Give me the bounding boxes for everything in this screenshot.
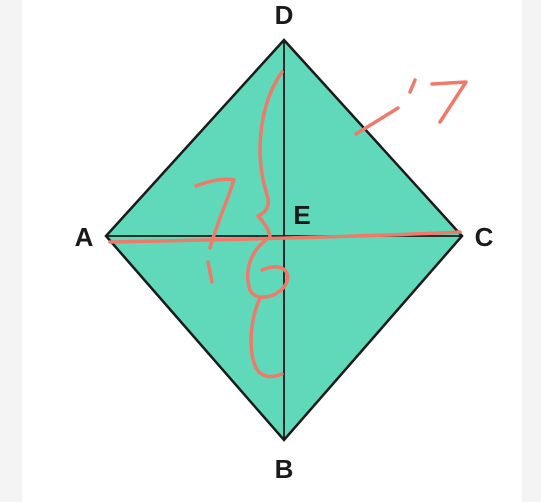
ink-number-7-tail <box>206 260 214 284</box>
vertex-label-c: C <box>475 222 494 252</box>
ink-diagonal-trace <box>108 230 462 244</box>
vertex-label-b: B <box>275 454 294 484</box>
handwritten-annotations <box>108 70 468 379</box>
ink-number-6 <box>245 238 290 299</box>
vertex-label-d: D <box>275 0 294 30</box>
ink-side-tick <box>354 106 400 136</box>
ink-number-7 <box>194 177 236 250</box>
ink-brace-upper <box>256 70 284 238</box>
vertex-label-a: A <box>75 222 94 252</box>
ink-digit-7 <box>430 80 468 124</box>
center-label-e: E <box>293 200 310 230</box>
ink-digit-1 <box>408 78 417 94</box>
ink-brace-lower <box>249 296 284 379</box>
